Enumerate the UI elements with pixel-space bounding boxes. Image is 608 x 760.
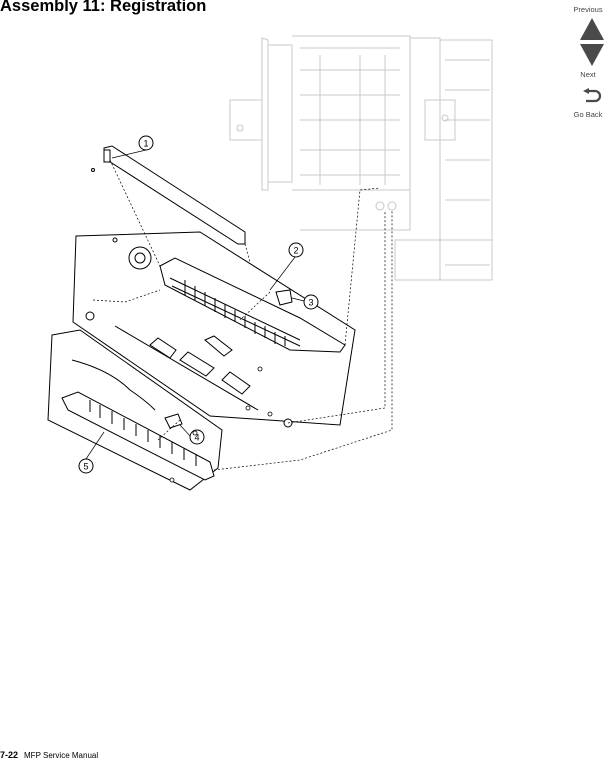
- part-2-registration-frame: [159, 257, 346, 353]
- callout-2: 2: [269, 242, 304, 291]
- callout-4: 4: [179, 424, 205, 445]
- next-arrow-icon[interactable]: [580, 44, 604, 66]
- footer-manual-title: MFP Service Manual: [24, 751, 99, 760]
- dashed-leader-lines: [92, 159, 393, 471]
- callout-1: 1: [111, 135, 154, 159]
- callout-5-text: 5: [83, 462, 88, 472]
- callout-4-text: 4: [194, 433, 199, 443]
- page-title: Assembly 11: Registration: [0, 0, 207, 15]
- callout-1-text: 1: [143, 139, 148, 149]
- printer-frame-illustration: [229, 35, 493, 281]
- go-back-icon[interactable]: [582, 88, 602, 106]
- part-5-group-outline: [47, 329, 223, 491]
- part-5-guide: [61, 359, 215, 481]
- footer-page-number: 7-22: [0, 750, 19, 760]
- callout-2-text: 2: [293, 246, 298, 256]
- part-1-bracket: [91, 145, 246, 245]
- page-footer: 7-22 MFP Service Manual: [0, 750, 98, 760]
- callout-3: 3: [291, 294, 319, 310]
- registration-roller-shaft: [85, 311, 293, 428]
- part-3-clip: [275, 289, 293, 306]
- go-back-label: Go Back: [573, 110, 603, 119]
- part-4-sensor: [164, 413, 183, 429]
- screws: [169, 366, 273, 483]
- callout-5: 5: [78, 431, 105, 474]
- previous-label: Previous: [573, 5, 603, 14]
- next-label: Next: [580, 70, 596, 79]
- callout-3-text: 3: [308, 298, 313, 308]
- previous-arrow-icon[interactable]: [580, 18, 604, 40]
- part-2-group-outline: [72, 231, 356, 426]
- gear-part: [112, 237, 152, 270]
